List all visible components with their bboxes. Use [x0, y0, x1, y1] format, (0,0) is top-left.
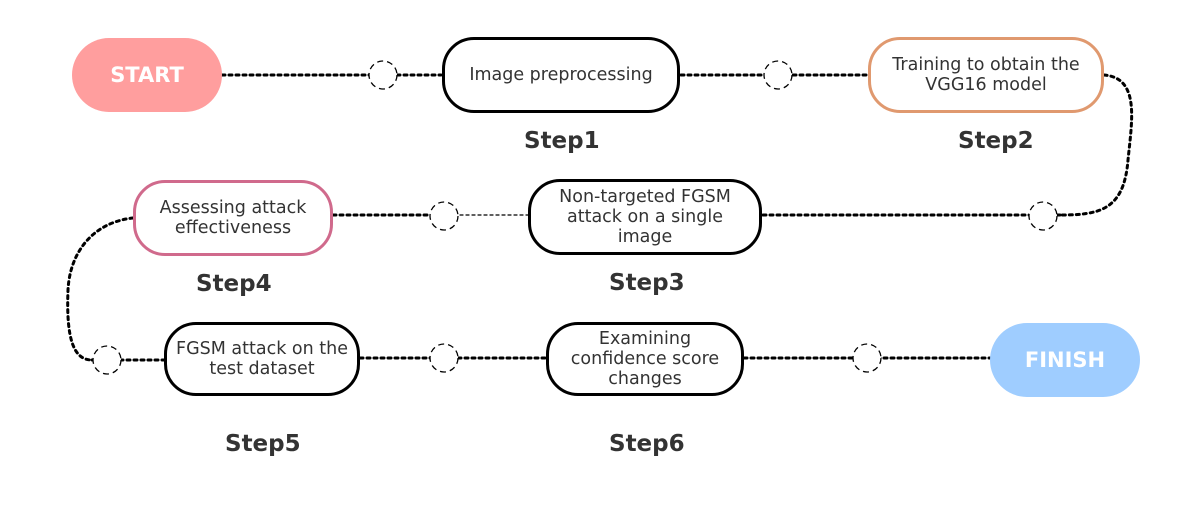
step6-text: Examining confidence score changes — [570, 329, 720, 389]
finish-terminal: FINISH — [990, 323, 1140, 397]
step3-label: Step3 — [609, 270, 685, 296]
step2-box: Training to obtain the VGG16 model — [868, 37, 1104, 113]
junction-2 — [763, 60, 793, 90]
junction-3 — [1028, 201, 1058, 231]
step4-label: Step4 — [196, 271, 272, 297]
junction-6 — [429, 343, 459, 373]
step1-text: Image preprocessing — [469, 65, 653, 85]
step5-label: Step5 — [225, 431, 301, 457]
start-label: START — [110, 63, 184, 87]
step6-box: Examining confidence score changes — [546, 322, 744, 396]
step2-text: Training to obtain the VGG16 model — [892, 55, 1080, 95]
junction-5 — [92, 345, 122, 375]
step1-box: Image preprocessing — [442, 37, 680, 113]
start-terminal: START — [72, 38, 222, 112]
junction-1 — [368, 60, 398, 90]
step4-text: Assessing attack effectiveness — [159, 198, 307, 238]
junction-4 — [429, 201, 459, 231]
connector-step2-step3 — [1058, 73, 1134, 217]
step6-label: Step6 — [609, 431, 685, 457]
step2-label: Step2 — [958, 128, 1034, 154]
junction-7 — [852, 343, 882, 373]
finish-label: FINISH — [1024, 348, 1106, 372]
step5-box: FGSM attack on the test dataset — [164, 322, 360, 396]
step4-box: Assessing attack effectiveness — [133, 180, 333, 256]
connector-step4-step5 — [66, 216, 135, 362]
step5-text: FGSM attack on the test dataset — [176, 339, 348, 379]
step1-label: Step1 — [524, 128, 600, 154]
step3-box: Non-targeted FGSM attack on a single ima… — [528, 179, 762, 255]
step3-text: Non-targeted FGSM attack on a single ima… — [559, 187, 731, 247]
